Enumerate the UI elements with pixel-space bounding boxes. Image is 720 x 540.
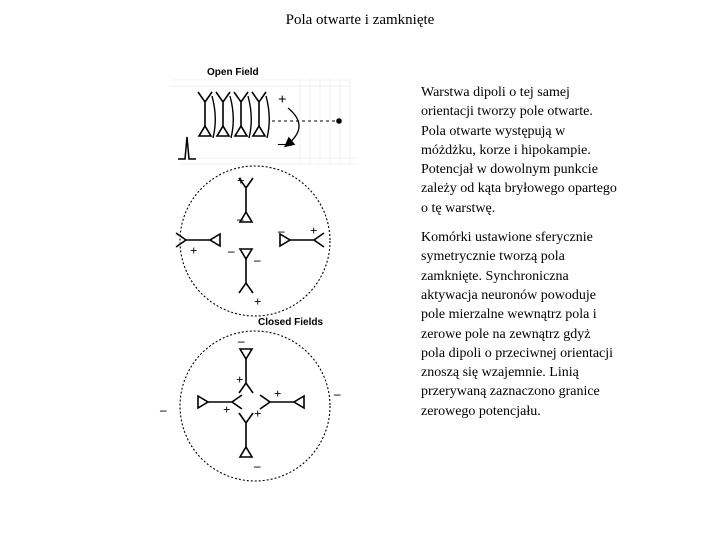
svg-text:–: – <box>253 458 261 473</box>
open-field-loop-1 <box>211 95 216 139</box>
svg-text:+: + <box>236 372 243 387</box>
open-field-loop-3 <box>247 95 252 139</box>
open-neuron-2 <box>215 91 231 137</box>
open-field-loop-2 <box>229 95 234 139</box>
closed1-neuron-bottom <box>238 248 254 294</box>
waveform-icon <box>178 136 196 160</box>
recording-point <box>336 118 342 124</box>
open-field-label: Open Field <box>207 67 259 78</box>
open-plus-sign: + <box>278 92 287 108</box>
svg-text:+: + <box>223 402 230 417</box>
open-field-neurons <box>197 91 270 139</box>
paragraph-closed-field: Komórki ustawione sferycznie symetryczni… <box>421 230 614 419</box>
svg-text:–: – <box>227 243 235 258</box>
svg-text:–: – <box>333 386 341 401</box>
field-arrow <box>283 107 300 148</box>
svg-text:–: – <box>253 252 261 267</box>
svg-text:+: + <box>274 386 281 401</box>
svg-text:+: + <box>190 243 197 258</box>
svg-text:–: – <box>277 223 285 238</box>
open-neuron-3 <box>233 91 249 137</box>
open-minus-sign: – <box>277 136 286 152</box>
open-closed-fields-figure: Open Field + – + <box>150 58 360 488</box>
svg-text:+: + <box>254 406 261 421</box>
open-neuron-1 <box>197 91 213 137</box>
closed2-neuron-left <box>197 394 243 410</box>
svg-text:–: – <box>237 333 245 348</box>
closed2-neuron-bottom <box>238 412 254 458</box>
slide-title: Pola otwarte i zamknięte <box>285 12 435 28</box>
svg-text:–: – <box>159 402 167 417</box>
closed-field-circle-1: + – + – + – + – <box>175 165 331 317</box>
description-text: Warstwa dipoli o tej samej orientacji tw… <box>421 83 617 431</box>
open-neuron-4 <box>251 91 267 137</box>
closed-fields-label: Closed Fields <box>258 317 323 328</box>
closed1-neuron-left <box>175 232 221 248</box>
closed-field-circle-2: – + + – – + + – <box>159 330 341 482</box>
open-field-loop-4 <box>265 95 270 139</box>
svg-text:+: + <box>254 294 261 309</box>
closed2-neuron-right <box>259 394 305 410</box>
svg-text:–: – <box>236 211 244 226</box>
paragraph-open-field: Warstwa dipoli o tej samej orientacji tw… <box>421 85 617 216</box>
neuron-field-diagram: Open Field + – + <box>159 67 355 482</box>
svg-text:+: + <box>237 173 244 188</box>
svg-text:+: + <box>310 223 317 238</box>
